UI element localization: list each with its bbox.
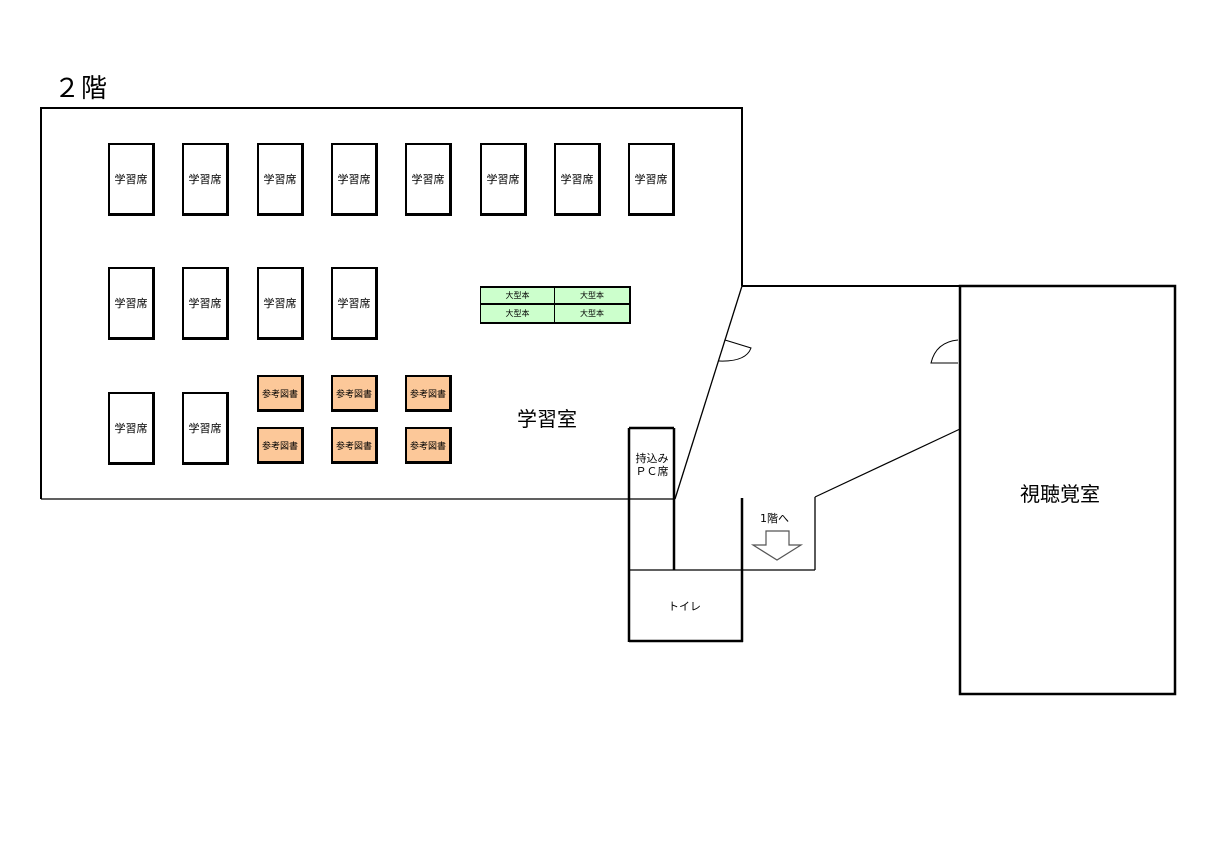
study-seat: 学習席 (628, 143, 675, 216)
large-book-cell: 大型本 (481, 305, 555, 322)
av-room-label: 視聴覚室 (1020, 482, 1100, 506)
stairs-down-arrow-icon (750, 530, 804, 561)
study-seat: 学習席 (331, 267, 378, 340)
pc-seat-label: 持込み ＰＣ席 (630, 452, 674, 478)
corridor-right-diagonal (814, 428, 961, 498)
study-room-label: 学習室 (517, 407, 577, 431)
floor-title: ２階 (54, 74, 109, 104)
diagonal-wall (674, 285, 743, 500)
stairs-down-label: 1階へ (760, 512, 789, 525)
study-room-wall (40, 107, 743, 499)
toilet-label: トイレ (668, 600, 701, 613)
reference-shelf: 参考図書 (331, 427, 378, 464)
large-book-cell: 大型本 (580, 309, 604, 318)
door-av-room (930, 339, 959, 364)
reference-shelf: 参考図書 (257, 427, 304, 464)
study-seat: 学習席 (405, 143, 452, 216)
large-book-shelf: 大型本 大型本 大型本 大型本 (480, 286, 631, 324)
door-study-room (718, 339, 752, 362)
study-seat: 学習席 (554, 143, 601, 216)
study-seat: 学習席 (108, 267, 155, 340)
study-seat: 学習席 (108, 392, 155, 465)
reference-shelf: 参考図書 (331, 375, 378, 412)
large-book-cell: 大型本 (555, 288, 629, 305)
study-seat: 学習席 (257, 143, 304, 216)
pc-seat-label-line1: 持込み (635, 452, 669, 465)
av-room-wall (958, 284, 1177, 696)
large-book-cell: 大型本 (481, 288, 555, 305)
study-seat: 学習席 (182, 392, 229, 465)
study-seat: 学習席 (257, 267, 304, 340)
reference-shelf: 参考図書 (257, 375, 304, 412)
pc-seat-label-line2: ＰＣ席 (635, 465, 669, 478)
study-seat: 学習席 (182, 143, 229, 216)
study-seat: 学習席 (182, 267, 229, 340)
study-seat: 学習席 (480, 143, 527, 216)
reference-shelf: 参考図書 (405, 375, 452, 412)
study-seat: 学習席 (108, 143, 155, 216)
study-seat: 学習席 (331, 143, 378, 216)
reference-shelf: 参考図書 (405, 427, 452, 464)
